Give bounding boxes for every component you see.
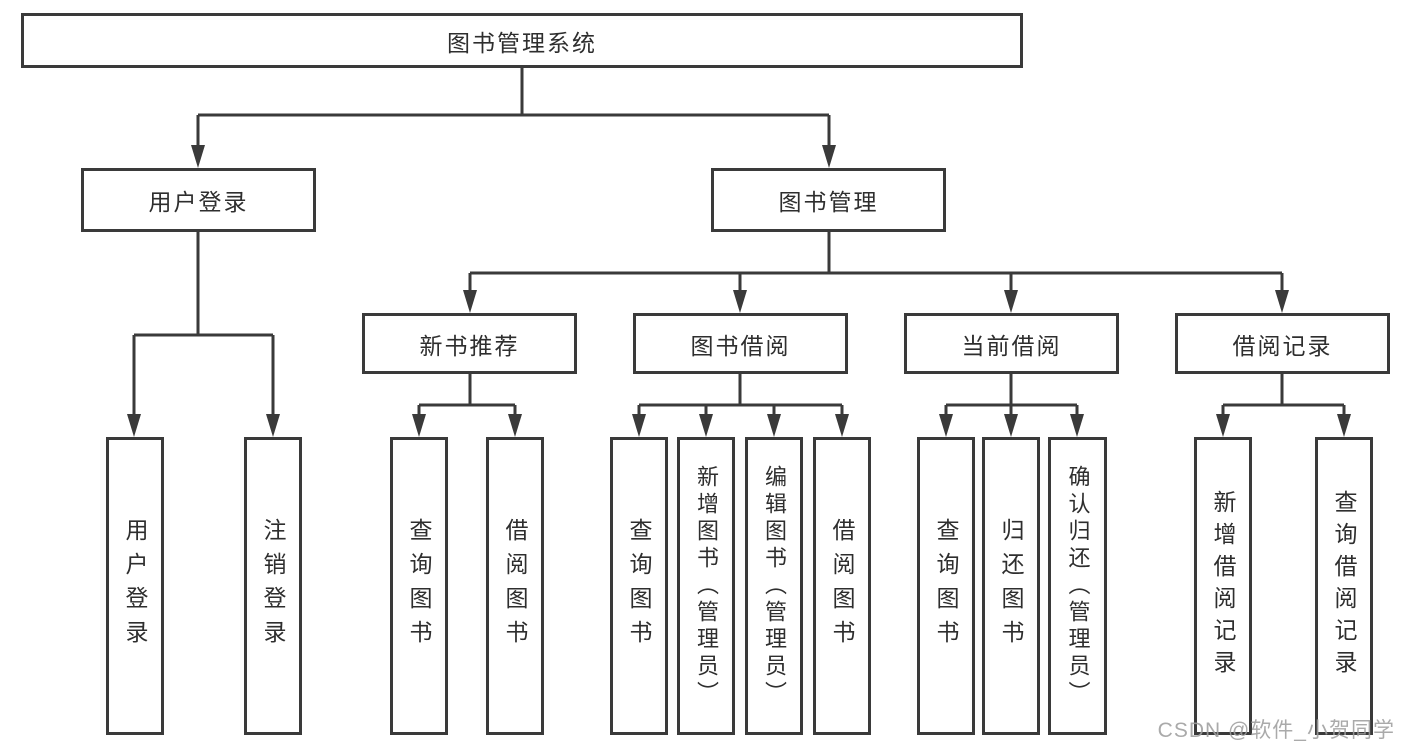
leaf-logout: 注销登录: [244, 437, 302, 735]
leaf-br-query-record: 查询借阅记录: [1315, 437, 1373, 735]
leaf-br-add-record: 新增借阅记录: [1194, 437, 1252, 735]
node-user-login-label: 用户登录: [148, 189, 249, 215]
arrowhead: [463, 290, 477, 313]
node-user-login: 用户登录: [81, 168, 316, 232]
node-borrowing-records-label: 借阅记录: [1232, 332, 1333, 359]
leaf-logout-label: 注销登录: [260, 518, 286, 654]
leaf-bb-edit-books-admin-label: 编辑图书（管理员）: [762, 464, 787, 708]
arrowhead: [939, 414, 953, 437]
leaf-nbr-query-books-label: 查询图书: [406, 518, 432, 654]
leaf-bb-query-books: 查询图书: [610, 437, 668, 735]
leaf-cb-confirm-return-admin: 确认归还（管理员）: [1048, 437, 1107, 735]
arrowhead: [412, 414, 426, 437]
connector-user-login: [132, 232, 275, 431]
arrowhead: [191, 145, 205, 168]
arrowhead: [632, 414, 646, 437]
node-current-borrowing-label: 当前借阅: [961, 332, 1062, 359]
leaf-cb-return-books: 归还图书: [982, 437, 1040, 735]
arrowhead: [822, 145, 836, 168]
leaf-user-login-label: 用户登录: [122, 518, 148, 654]
arrowhead: [1070, 414, 1084, 437]
arrowhead: [699, 414, 713, 437]
node-book-borrowing: 图书借阅: [633, 313, 848, 374]
arrowhead: [1004, 414, 1018, 437]
arrowhead: [835, 414, 849, 437]
leaf-br-query-record-label: 查询借阅记录: [1331, 490, 1357, 682]
arrowhead: [1216, 414, 1230, 437]
leaf-bb-query-books-label: 查询图书: [626, 518, 652, 654]
connector-borrowing-records: [1221, 374, 1346, 431]
leaf-bb-add-books-admin-label: 新增图书（管理员）: [694, 464, 719, 708]
arrowhead: [508, 414, 522, 437]
connector-root: [196, 68, 831, 162]
node-new-book-recommend: 新书推荐: [362, 313, 577, 374]
node-current-borrowing: 当前借阅: [904, 313, 1119, 374]
leaf-nbr-borrow-books: 借阅图书: [486, 437, 544, 735]
arrowhead: [127, 414, 141, 437]
leaf-cb-confirm-return-admin-label: 确认归还（管理员）: [1065, 464, 1091, 708]
leaf-cb-return-books-label: 归还图书: [998, 518, 1024, 654]
node-borrowing-records: 借阅记录: [1175, 313, 1390, 374]
leaf-nbr-query-books: 查询图书: [390, 437, 448, 735]
arrowhead: [266, 414, 280, 437]
node-new-book-recommend-label: 新书推荐: [419, 332, 520, 359]
arrowhead: [767, 414, 781, 437]
arrowhead: [733, 290, 747, 313]
node-book-management: 图书管理: [711, 168, 946, 232]
leaf-bb-edit-books-admin: 编辑图书（管理员）: [745, 437, 803, 735]
node-root-label: 图书管理系统: [447, 29, 597, 56]
node-root: 图书管理系统: [21, 13, 1023, 68]
leaf-bb-add-books-admin: 新增图书（管理员）: [677, 437, 735, 735]
leaf-cb-query-books: 查询图书: [917, 437, 975, 735]
connector-new-book-recommend: [417, 374, 517, 431]
leaf-bb-borrow-books-label: 借阅图书: [829, 518, 855, 654]
leaf-bb-borrow-books: 借阅图书: [813, 437, 871, 735]
arrowhead: [1275, 290, 1289, 313]
node-book-management-label: 图书管理: [778, 189, 879, 215]
leaf-nbr-borrow-books-label: 借阅图书: [502, 518, 528, 654]
connector-book-management: [468, 232, 1284, 306]
arrowhead: [1337, 414, 1351, 437]
leaf-user-login: 用户登录: [106, 437, 164, 735]
arrowheads: [127, 145, 1351, 437]
arrowhead: [1004, 290, 1018, 313]
node-book-borrowing-label: 图书借阅: [690, 332, 791, 359]
leaf-br-add-record-label: 新增借阅记录: [1210, 490, 1236, 682]
leaf-cb-query-books-label: 查询图书: [933, 518, 959, 654]
connector-book-borrowing: [637, 374, 844, 431]
